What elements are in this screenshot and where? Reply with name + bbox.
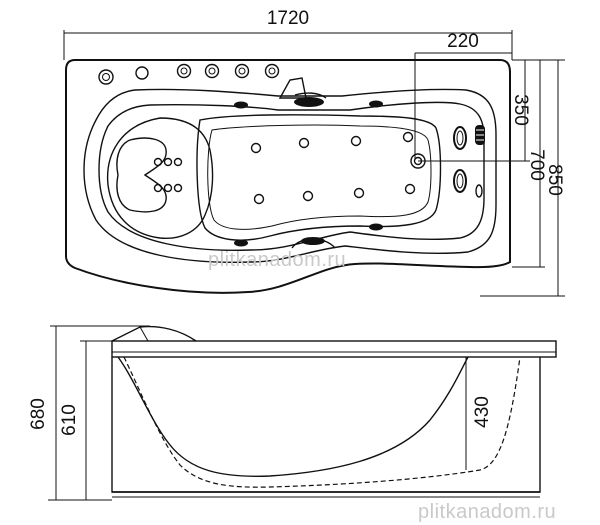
tub-outer-rim <box>65 59 511 294</box>
headrest-pillow <box>116 137 167 213</box>
knob-icon <box>176 63 192 79</box>
side-jet-icon <box>234 101 248 109</box>
outer-depth-label: 850 <box>544 164 565 196</box>
bottom-panel-inner <box>207 124 432 230</box>
width-label: 1720 <box>267 8 309 29</box>
top-view: 1720 220 <box>63 8 565 297</box>
drain-offset-dimension: 220 <box>414 31 512 160</box>
bottom-panel <box>196 114 442 241</box>
basin-outline <box>98 101 485 251</box>
drain-offset-label: 220 <box>447 31 479 52</box>
control-knobs <box>98 63 280 85</box>
knob-icon <box>135 66 149 80</box>
tub-rim-side <box>111 340 557 358</box>
width-dimension: 1720 <box>63 8 513 60</box>
basin-outer-hidden <box>123 356 521 488</box>
pillow-side <box>111 325 197 342</box>
depth-dimensions <box>480 59 565 297</box>
total-height-label: 680 <box>28 398 49 430</box>
spout-icon <box>278 77 327 107</box>
tub-height-label: 610 <box>59 404 80 436</box>
bottom-jets <box>250 131 416 205</box>
drain-height-label: 350 <box>510 94 531 126</box>
knob-icon <box>204 63 220 79</box>
side-jet-icon <box>369 100 383 108</box>
side-jet-icon <box>369 223 383 231</box>
watermark-bottom: plitkanadom.ru <box>418 501 556 523</box>
tub-inner-rim <box>83 88 497 263</box>
knob-icon <box>234 63 250 79</box>
basin-profile <box>117 356 469 477</box>
knob-icon <box>98 69 114 85</box>
side-jet-icon <box>234 239 248 247</box>
inner-depth-label: 700 <box>526 149 547 181</box>
lower-spout-icon <box>291 237 336 249</box>
knob-icon <box>264 63 280 79</box>
drain-icon <box>410 153 512 169</box>
right-end-controls <box>453 125 485 198</box>
side-view: 680 610 430 plitkanadom.ru <box>28 325 557 523</box>
watermark-top: plitkanadom.ru <box>208 249 346 271</box>
basin-depth-label: 430 <box>472 396 493 428</box>
headrest-jets <box>153 157 183 193</box>
